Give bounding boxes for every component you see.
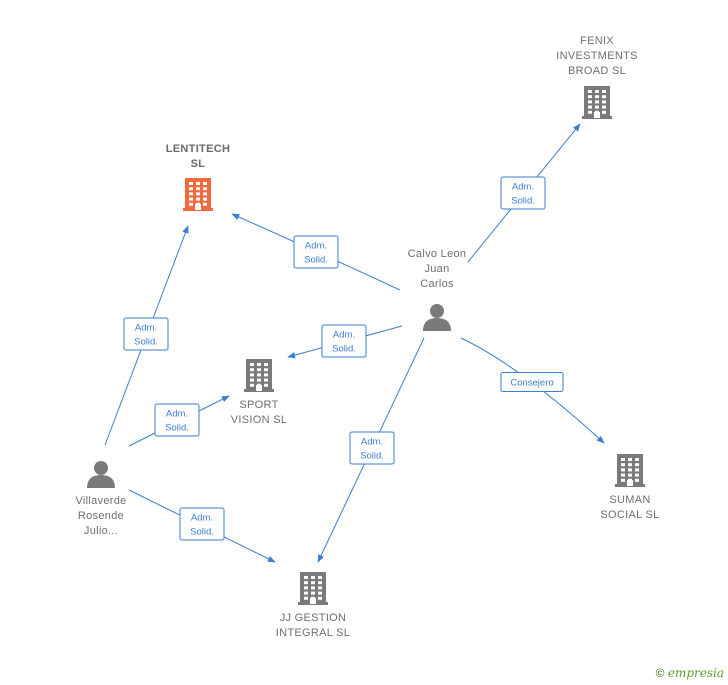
node-label: Calvo Leon <box>408 248 467 260</box>
edge-label-text: Solid. <box>165 423 189 434</box>
person-icon[interactable] <box>87 461 115 488</box>
edge-calvo-to-sport: Adm. Solid. <box>287 324 403 359</box>
node-villaverde[interactable]: VillaverdeRosendeJulio... <box>75 461 126 537</box>
person-icon[interactable] <box>423 304 451 331</box>
edge-villaverde-to-sport: Adm. Solid. <box>128 395 230 447</box>
edge-label-text: Solid. <box>304 255 328 266</box>
node-label: JJ GESTION <box>280 612 347 624</box>
node-label: Juan <box>424 263 449 275</box>
edge-label-text: Solid. <box>134 337 158 348</box>
edge-label-text: Adm. <box>166 409 188 420</box>
node-label: SOCIAL SL <box>600 509 659 521</box>
node-label: INVESTMENTS <box>556 50 638 62</box>
node-label: Villaverde <box>75 495 126 507</box>
edge-label-box[interactable] <box>179 507 225 541</box>
node-lentitech[interactable]: LENTITECH SL <box>166 143 230 211</box>
edge-label-box[interactable] <box>500 176 546 210</box>
node-label: LENTITECH <box>166 143 230 155</box>
edge-label-box[interactable] <box>293 235 339 269</box>
edge-calvo-to-lentitech: Adm. Solid. <box>231 213 401 291</box>
node-fenix[interactable]: FENIX INVESTMENTS BROAD SL <box>556 35 638 119</box>
node-label: INTEGRAL SL <box>276 627 350 639</box>
node-label: Julio... <box>84 525 118 537</box>
edge-calvo-to-suman: Consejero <box>460 337 605 444</box>
brand-logo: empresia <box>667 666 724 680</box>
node-label: VISION SL <box>231 414 288 426</box>
building-icon[interactable] <box>615 454 645 487</box>
building-icon[interactable] <box>244 359 274 392</box>
edge-label-box[interactable] <box>500 372 564 392</box>
edge-label-box[interactable] <box>349 431 395 465</box>
edge-label-text: Adm. <box>305 241 327 252</box>
edge-label-text: Adm. <box>333 330 355 341</box>
node-label: FENIX <box>580 35 614 47</box>
edge-label-box[interactable] <box>154 403 200 437</box>
building-icon[interactable] <box>582 86 612 119</box>
node-label: BROAD SL <box>568 65 626 77</box>
node-label: SUMAN <box>609 494 650 506</box>
footer-brand: © empresia <box>656 666 724 680</box>
edge-calvo-to-jj: Adm. Solid. <box>317 337 425 563</box>
building-icon[interactable] <box>298 572 328 605</box>
node-jj[interactable]: JJ GESTION INTEGRAL SL <box>276 572 350 639</box>
edge-label-text: Adm. <box>135 323 157 334</box>
edge-calvo-to-fenix: Adm. Solid. <box>467 123 581 263</box>
edge-label-text: Solid. <box>360 451 384 462</box>
edge-label-text: Adm. <box>191 513 213 524</box>
edge-label-text: Adm. <box>361 437 383 448</box>
edge-label-text: Adm. <box>512 182 534 193</box>
edge-label-text: Solid. <box>511 196 535 207</box>
node-label: SPORT <box>239 399 278 411</box>
building-icon[interactable] <box>183 178 213 211</box>
edge-villaverde-to-lentitech: Adm. Solid. <box>104 225 189 446</box>
edge-label-text: Solid. <box>190 527 214 538</box>
edge-label-box[interactable] <box>123 317 169 351</box>
node-label: SL <box>191 158 206 170</box>
edge-label-text: Consejero <box>510 378 553 389</box>
edge-label-text: Solid. <box>332 344 356 355</box>
edge-label-box[interactable] <box>321 324 367 358</box>
edge-villaverde-to-jj: Adm. Solid. <box>128 489 276 563</box>
node-suman[interactable]: SUMAN SOCIAL SL <box>600 454 659 521</box>
node-label: Carlos <box>420 278 454 290</box>
node-label: Rosende <box>78 510 124 522</box>
copyright-symbol: © <box>655 666 665 680</box>
node-sport[interactable]: SPORT VISION SL <box>231 359 288 426</box>
